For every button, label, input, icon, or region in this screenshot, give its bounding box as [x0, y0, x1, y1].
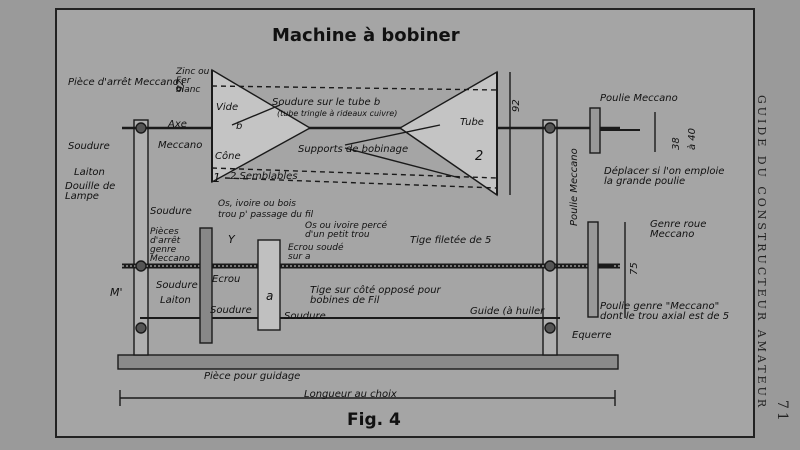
- label-soudure-mid2: Soudure: [284, 311, 326, 322]
- label-poulie-meccano: Poulie Meccano: [600, 93, 678, 104]
- page-number: 71: [774, 400, 790, 424]
- label-a: a: [266, 289, 274, 303]
- label-dim-40: à 40: [687, 127, 698, 150]
- label-tube: Tube: [460, 117, 484, 128]
- axle-bearing-right: [544, 122, 556, 134]
- label-axe: Axe: [168, 119, 187, 130]
- leader-line: [344, 124, 441, 146]
- label-soudure-tube-b: Soudure sur le tube b: [272, 97, 381, 108]
- label-laiton: Laiton: [74, 167, 105, 178]
- label-guide-huiler: Guide (à huiler: [470, 306, 545, 317]
- label-deux-semblables: 2 Semblables: [230, 171, 298, 182]
- label-dim-38: 38: [671, 137, 682, 150]
- label-meccano: Meccano: [158, 140, 203, 151]
- label-os-ivoire-bois: Os, ivoire ou bois: [218, 199, 296, 209]
- label-soudure-mid: Soudure: [150, 206, 192, 217]
- rod-bearing-right: [544, 260, 556, 272]
- guide-bearing-right: [544, 322, 556, 334]
- left-upright: [133, 119, 149, 356]
- label-num-2: 2: [475, 149, 484, 164]
- axle-bearing-left: [135, 122, 147, 134]
- carriage-a: [257, 239, 281, 331]
- diagram-title: Machine à bobiner: [272, 25, 460, 46]
- base-board: [117, 354, 619, 370]
- label-piece-guidage: Pièce pour guidage: [204, 371, 301, 382]
- label-pieces-arret: Pièces d'arrêt genre Meccano: [150, 227, 190, 264]
- right-upright: [542, 119, 558, 356]
- label-b: b: [236, 121, 243, 132]
- label-piece-arret-meccano: Pièce d'arrêt Meccano: [68, 77, 179, 88]
- label-soudure-bottom: Soudure: [210, 305, 252, 316]
- label-zinc-fer-blanc: Zinc ou Fer blanc: [176, 67, 210, 95]
- label-ecrou-soude: Ecrou soudé sur a: [288, 243, 344, 262]
- label-dim-92-right: 92: [511, 99, 522, 112]
- label-ecrou: Ecrou: [212, 274, 241, 285]
- label-laiton-low: Laiton: [160, 295, 191, 306]
- label-equerre: Equerre: [572, 330, 612, 341]
- bobbin-line: [211, 167, 498, 179]
- label-supports-bobinage: Supports de bobinage: [298, 144, 409, 155]
- running-title: GUIDE DU CONSTRUCTEUR AMATEUR: [755, 95, 768, 411]
- label-soudure-top: Soudure: [68, 141, 110, 152]
- label-dim-75: 75: [629, 262, 640, 275]
- leader-line: [231, 104, 281, 126]
- label-deplacer: Déplacer si l'on emploie la grande pouli…: [604, 166, 725, 187]
- guide-piece: [199, 227, 213, 344]
- leader-line: [344, 147, 461, 179]
- rod-bearing-left: [135, 260, 147, 272]
- label-num-1: 1: [213, 171, 221, 185]
- label-m-prime: M': [110, 286, 123, 299]
- bobbin-line: [224, 177, 498, 189]
- top-pulley: [589, 107, 601, 154]
- label-soudure-low: Soudure: [156, 280, 198, 291]
- label-tige-filetee: Tige filetée de 5: [410, 235, 492, 246]
- label-tige-cote: Tige sur côté opposé pour bobines de Fil: [310, 285, 441, 306]
- label-cone: Cône: [215, 151, 241, 162]
- guide-bearing-left: [135, 322, 147, 334]
- label-y: Y: [228, 233, 235, 246]
- label-douille-lampe: Douille de Lampe: [65, 181, 116, 202]
- label-trou-passage: trou p' passage du fil: [218, 210, 314, 220]
- label-dim-92-left: 92: [175, 79, 186, 92]
- figure-label: Fig. 4: [347, 410, 401, 430]
- bobbin-line: [211, 85, 498, 91]
- label-poulie-genre: Poulie genre "Meccano" dont le trou axia…: [600, 301, 730, 322]
- label-os-ivoire-perce: Os ou ivoire percé d'un petit trou: [305, 221, 388, 240]
- label-poulie-meccano-vert: Poulie Meccano: [569, 148, 580, 226]
- label-genre-roue: Genre roue Meccano: [650, 219, 707, 240]
- wheel: [587, 221, 599, 318]
- label-vide: Vide: [216, 102, 239, 113]
- label-longueur: Longueur au choix: [304, 389, 397, 400]
- label-tube-tringle: (tube tringle à rideaux cuivre): [277, 109, 398, 118]
